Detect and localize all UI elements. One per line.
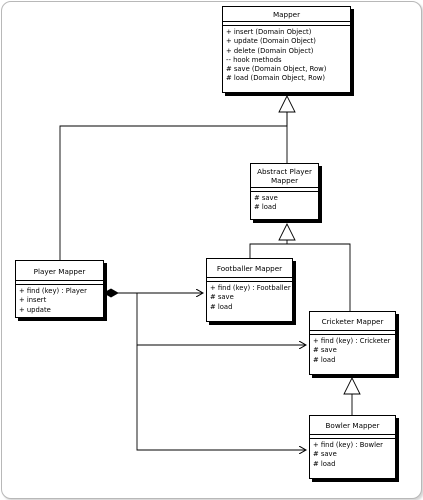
- operation: # load: [254, 203, 277, 212]
- composition-diamond: [103, 288, 119, 298]
- operation: # save: [210, 293, 234, 302]
- operation: -- hook methods: [226, 55, 282, 64]
- class-operations: + find (key) : Cricketer # save # load: [310, 335, 395, 368]
- class-title: Bowler Mapper: [310, 416, 395, 435]
- association-to-bowler: [136, 345, 306, 450]
- operation: + update: [19, 305, 51, 314]
- class-operations: + find (key) : Player + insert + update: [16, 285, 103, 318]
- class-cricketer-mapper[interactable]: Cricketer Mapper + find (key) : Crickete…: [309, 311, 396, 375]
- operation: + find (key) : Cricketer: [313, 337, 391, 345]
- class-title: Abstract Player Mapper: [251, 164, 318, 188]
- operation: # load: [313, 459, 336, 468]
- operation: # load: [313, 355, 336, 364]
- operation: + insert: [19, 296, 47, 305]
- operation: + delete (Domain Object): [226, 46, 314, 55]
- operation: + update (Domain Object): [226, 37, 316, 46]
- operation: # load (Domain Object, Row): [226, 74, 325, 83]
- operation: # save (Domain Object, Row): [226, 65, 327, 74]
- operation: + find (key) : Footballer: [210, 284, 291, 292]
- class-operations: # save # load: [251, 192, 318, 216]
- generalization-triangle-mapper: [278, 94, 296, 113]
- generalization-footballer-to-abstract: [249, 243, 287, 258]
- generalization-triangle-abstract: [278, 222, 296, 241]
- class-title: Player Mapper: [16, 261, 103, 281]
- class-operations: + find (key) : Bowler # save # load: [310, 439, 395, 472]
- operation: + insert (Domain Object): [226, 28, 312, 36]
- operation: + find (key) : Player: [19, 287, 87, 295]
- class-title: Footballer Mapper: [207, 259, 292, 278]
- class-abstract-player-mapper[interactable]: Abstract Player Mapper # save # load: [250, 163, 319, 220]
- class-bowler-mapper[interactable]: Bowler Mapper + find (key) : Bowler # sa…: [309, 415, 396, 479]
- class-title: Cricketer Mapper: [310, 312, 395, 331]
- operation: # load: [210, 302, 233, 311]
- generalization-triangle-cricketer: [343, 376, 361, 395]
- class-player-mapper[interactable]: Player Mapper + find (key) : Player + in…: [15, 260, 104, 318]
- class-operations: + insert (Domain Object) + update (Domai…: [223, 26, 350, 87]
- class-operations: + find (key) : Footballer # save # load: [207, 282, 292, 315]
- operation: + find (key) : Bowler: [313, 441, 383, 449]
- class-mapper[interactable]: Mapper + insert (Domain Object) + update…: [222, 6, 351, 93]
- class-footballer-mapper[interactable]: Footballer Mapper + find (key) : Footbal…: [206, 258, 293, 322]
- class-title: Mapper: [223, 7, 350, 22]
- operation: # save: [313, 450, 337, 459]
- operation: # save: [254, 194, 278, 202]
- operation: # save: [313, 346, 337, 355]
- generalization-cricketer-to-abstract: [287, 243, 351, 311]
